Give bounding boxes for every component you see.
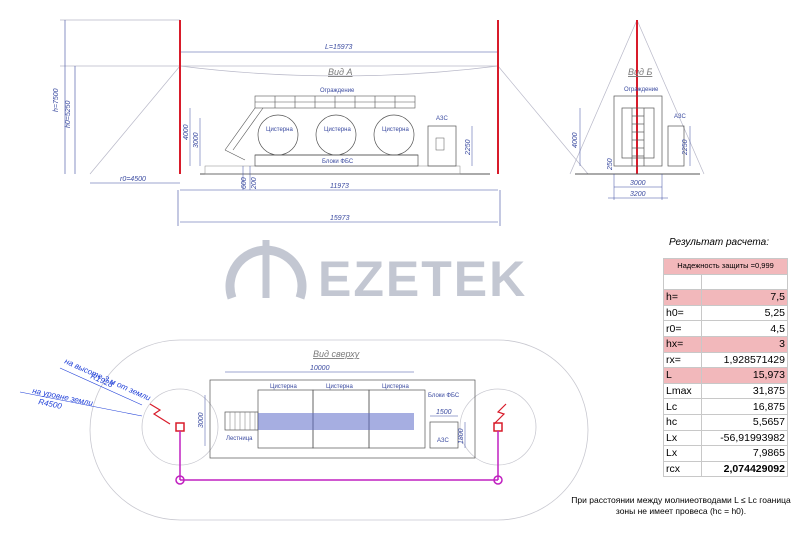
table-row: h0=5,25 [663, 304, 789, 322]
row-value: 2,074429092 [700, 460, 789, 478]
top-dim-1500: 1500 [436, 409, 452, 416]
view-a: h=7500 h0=5250 L=15973 r0=4500 11973 159… [53, 19, 589, 226]
view-b-title: Вид Б [628, 67, 652, 77]
row-label: rx= [663, 351, 702, 369]
row-label: rcx [663, 460, 702, 478]
view-b-azs-label: АЗС [674, 114, 686, 120]
view-b-fence-label: Ограждение [624, 87, 659, 93]
block-label: Блоки ФБС [322, 159, 354, 165]
dim-2250: 2250 [465, 139, 472, 156]
view-b-dim-3000: 3000 [630, 180, 646, 187]
view-top: Вид сверху Цистерна Цистерна Цистерна Ле… [19, 339, 589, 521]
fence-label: Ограждение [320, 88, 355, 94]
footnote: При расстоянии между молниеотводами L ≤ … [571, 495, 791, 516]
dim-4000: 4000 [183, 124, 190, 140]
row-label: Lx [663, 445, 702, 462]
tank-label-3: Цистерна [382, 127, 409, 133]
table-row: rx=1,928571429 [663, 351, 789, 369]
dim-200: 200 [251, 177, 258, 190]
top-tank-label-3: Цистерна [382, 384, 409, 390]
dim-3000: 3000 [193, 132, 200, 148]
row-label: L [663, 367, 702, 384]
row-label: Lx [663, 429, 702, 447]
table-row: hx=3 [663, 335, 789, 353]
dim-600: 600 [241, 177, 248, 189]
table-row: h=7,5 [663, 289, 789, 306]
top-dim-10000: 10000 [310, 365, 330, 372]
view-b-dim-4000: 4000 [572, 132, 579, 148]
table-row: r0=4,5 [663, 320, 789, 337]
top-azs-label: АЗС [437, 438, 449, 444]
row-label: h= [663, 289, 702, 306]
logo-text: EZETEK [318, 251, 527, 307]
rod-plan-right [493, 422, 503, 432]
row-value: 15,973 [700, 367, 789, 384]
top-block-label: Блоки ФБС [428, 393, 460, 399]
spacer-row [663, 273, 789, 291]
tank-label-2: Цистерна [324, 127, 351, 133]
stair-label: Лестница [226, 436, 253, 442]
results-heading: Результат расчета: [669, 237, 769, 248]
row-value: 7,9865 [700, 445, 789, 462]
azs-label: АЗС [436, 116, 448, 122]
row-value: 31,875 [700, 382, 789, 400]
top-tank-label-1: Цистерна [270, 384, 297, 390]
row-label: Lmax [663, 382, 702, 400]
view-b: Вид Б Ограждение АЗС 4000 2250 3000 [569, 19, 705, 200]
h0-dimension: h0=5250 [65, 100, 72, 128]
row-value: 16,875 [700, 398, 789, 415]
h-dimension: h=7500 [53, 88, 60, 112]
row-label: hx= [663, 335, 702, 353]
platform-hatch [258, 413, 414, 430]
row-label: h0= [663, 304, 702, 322]
row-value: 1,928571429 [700, 351, 789, 369]
row-value: 3 [700, 335, 789, 353]
row-value: 5,5657 [700, 413, 789, 431]
row-value: 5,25 [700, 304, 789, 322]
ezetek-logo: EZETEK [225, 240, 527, 307]
top-dim-1800: 1800 [458, 428, 465, 444]
span-dimension: L=15973 [325, 44, 353, 51]
view-top-title: Вид сверху [313, 349, 360, 359]
row-value: 7,5 [700, 289, 789, 306]
reliability-cell: Надежность защиты =0,999 [663, 258, 788, 275]
results-table: Надежность защиты =0,999 h=7,5 h0=5,25 r… [663, 258, 789, 478]
row-value: 4,5 [700, 320, 789, 337]
view-b-dim-250: 250 [607, 158, 614, 171]
results-panel: Результат расчета: Надежность защиты =0,… [663, 237, 796, 478]
dim-11973: 11973 [330, 183, 349, 190]
logo-mark-icon [225, 240, 307, 300]
row-value: -56,91993982 [700, 429, 789, 447]
top-tank-label-2: Цистерна [326, 384, 353, 390]
row-label: r0= [663, 320, 702, 337]
top-dim-3000: 3000 [198, 412, 205, 428]
rod-plan-left [175, 422, 185, 432]
view-b-dim-2250: 2250 [682, 139, 689, 156]
view-a-title: Вид А [328, 67, 353, 77]
row-label: hc [663, 413, 702, 431]
dim-15973: 15973 [330, 215, 350, 222]
ground-wire [175, 431, 503, 485]
view-b-dim-3200: 3200 [630, 191, 646, 198]
row-label: Lc [663, 398, 702, 415]
table-row: Lx-56,91993982 [663, 429, 789, 447]
tank-label-1: Цистерна [266, 127, 293, 133]
reliability-row: Надежность защиты =0,999 [663, 258, 788, 275]
r0-dimension: r0=4500 [120, 176, 146, 183]
